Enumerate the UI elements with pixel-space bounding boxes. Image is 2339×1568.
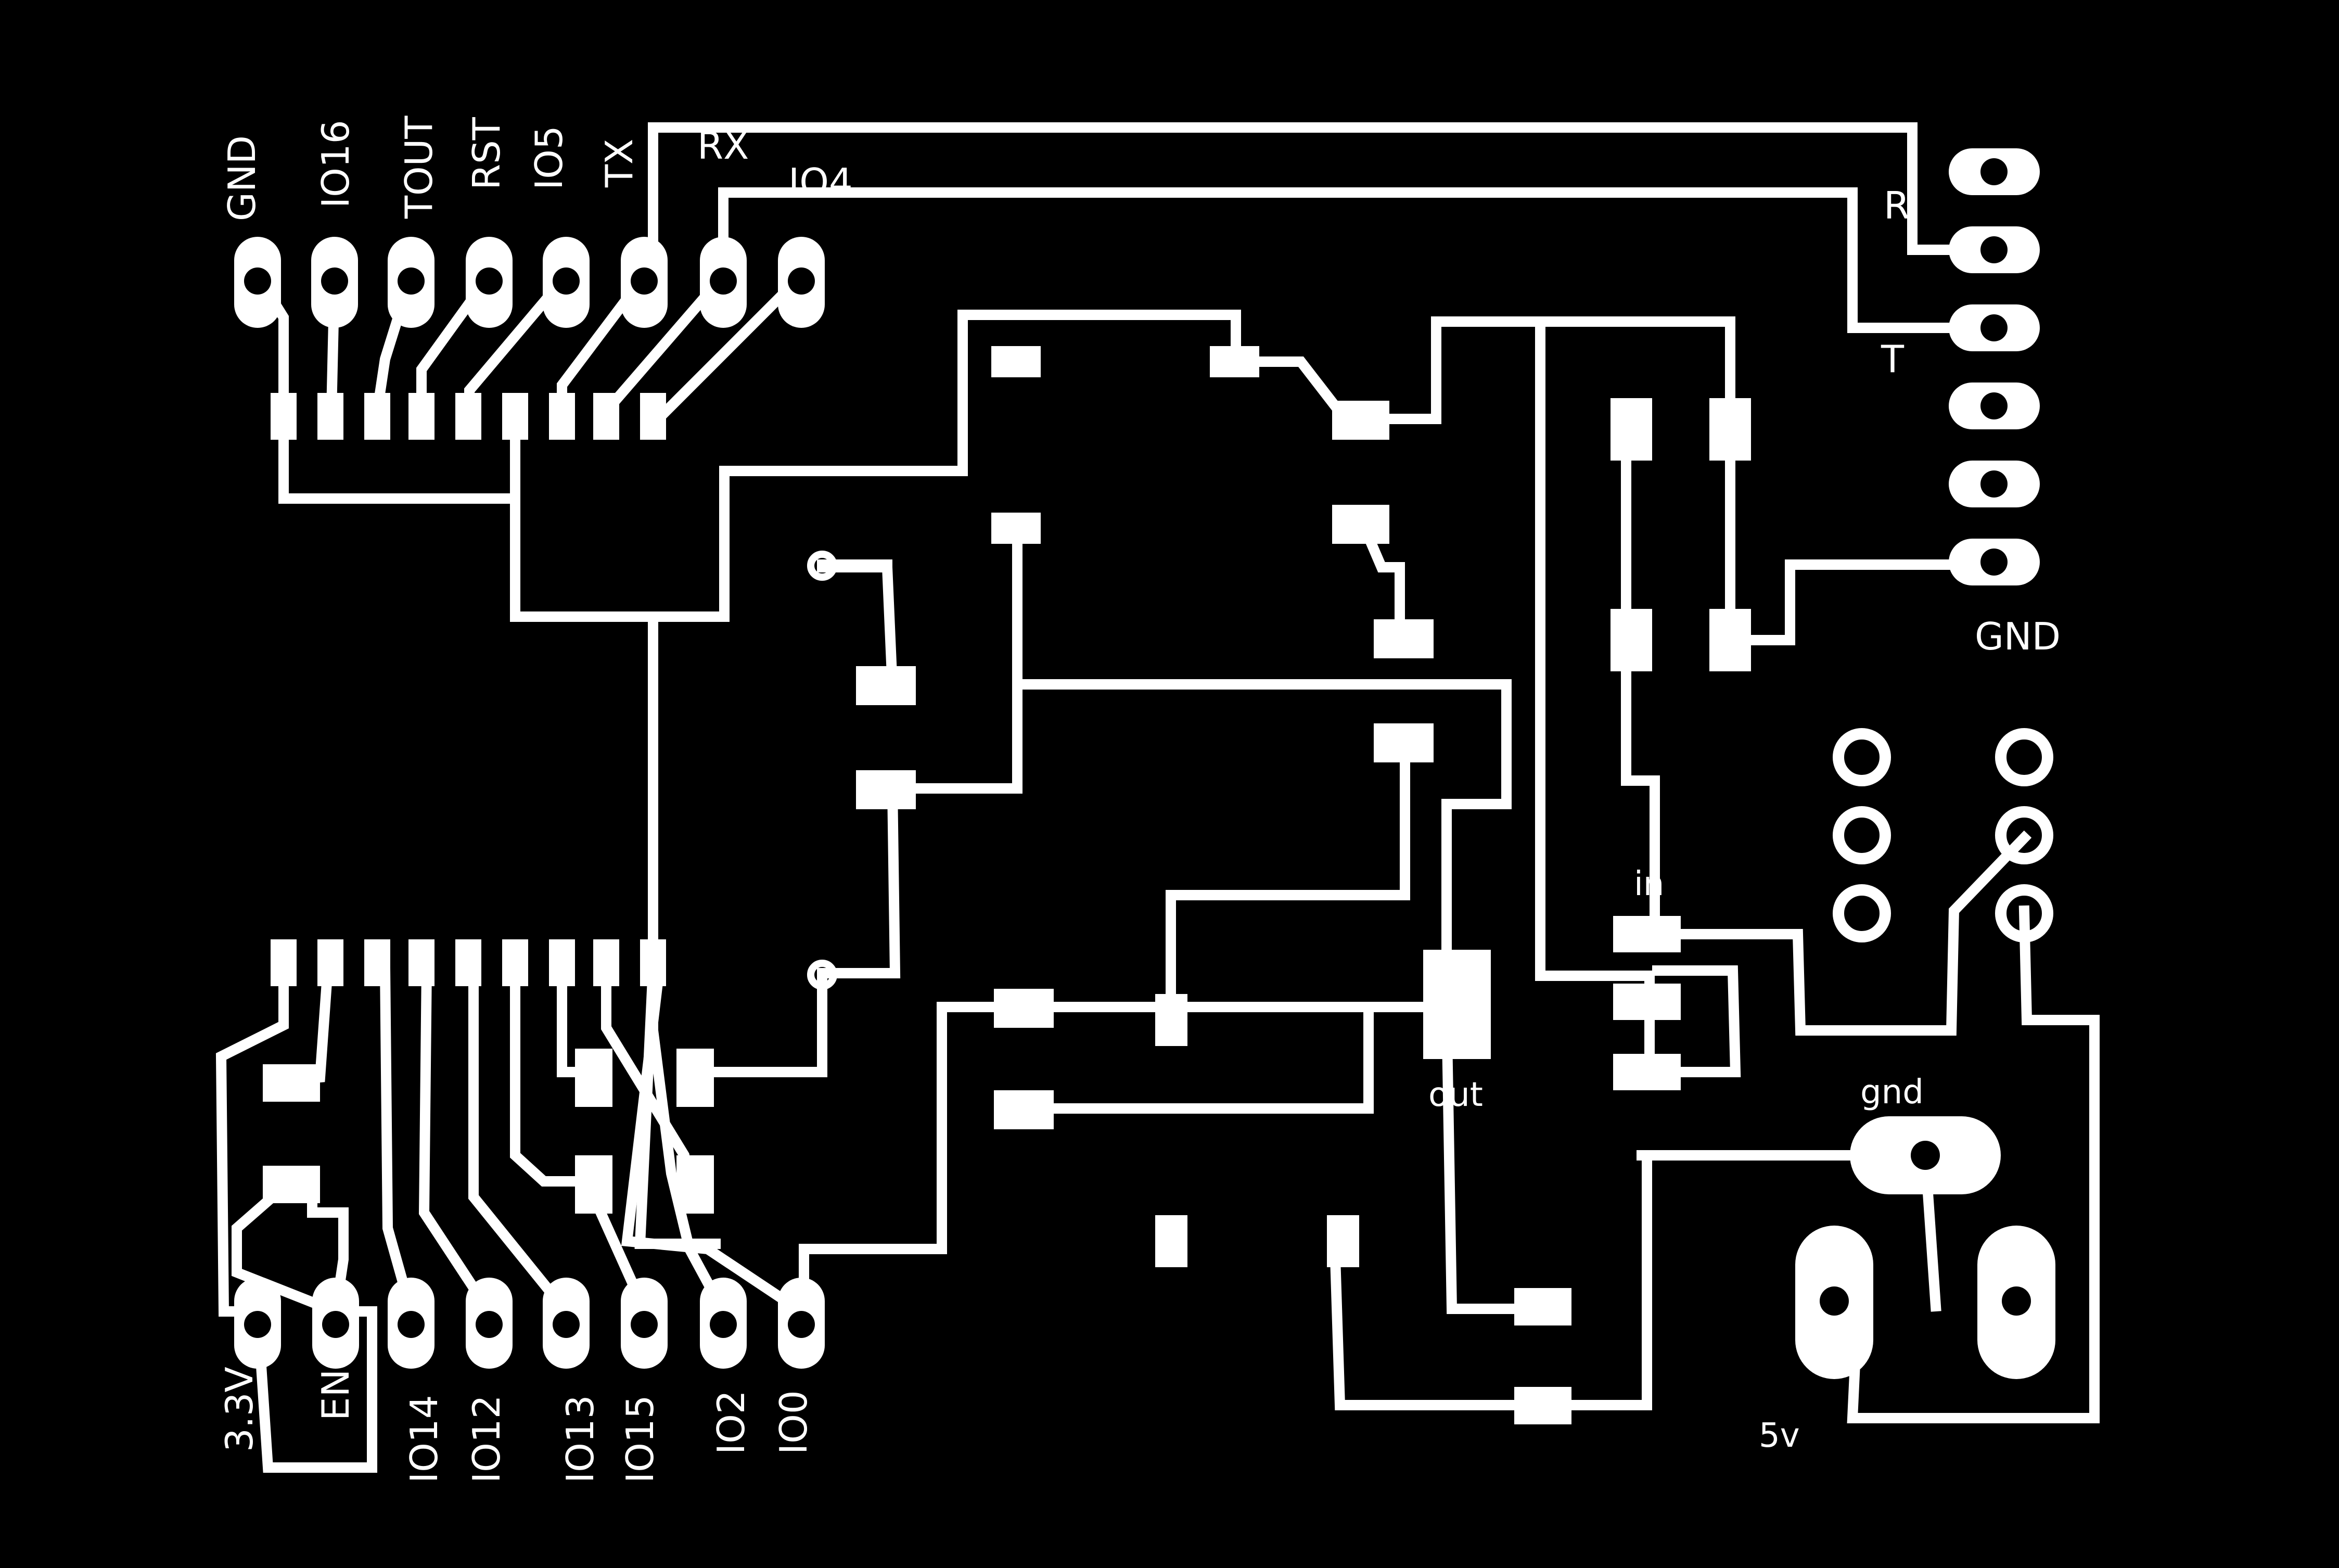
label-power-5v: 5v [1759,1417,1800,1455]
label-3v3: 3.3V [218,1367,261,1452]
label-io14: IO14 [402,1395,446,1483]
silkscreen-labels: GND IO16 TOUT RST IO5 TX RX IO4 3.3V EN … [218,116,2061,1483]
label-gnd-top: GND [220,135,264,221]
traces [215,122,2100,1473]
label-io13: IO13 [558,1395,602,1483]
label-serial-r: R [1884,184,1910,227]
label-io15: IO15 [618,1395,662,1483]
label-serial-t: T [1881,337,1905,381]
label-reg-in: in [1634,865,1664,903]
label-io2: IO2 [709,1390,753,1455]
label-io4: IO4 [788,160,853,204]
label-power-gnd: gnd [1860,1073,1924,1112]
label-io16: IO16 [314,120,357,208]
label-io0: IO0 [772,1390,815,1455]
through-hole-pads [234,148,2055,1379]
label-io12: IO12 [465,1395,508,1483]
label-tx: TX [597,139,641,188]
label-rx: RX [697,124,749,168]
label-reg-out: out [1428,1076,1483,1114]
label-rst: RST [465,117,508,190]
label-tout: TOUT [397,116,441,219]
label-en: EN [314,1369,357,1421]
label-serial-gnd: GND [1975,615,2061,658]
smd-pads [263,346,1751,1424]
label-io5: IO5 [527,125,571,190]
